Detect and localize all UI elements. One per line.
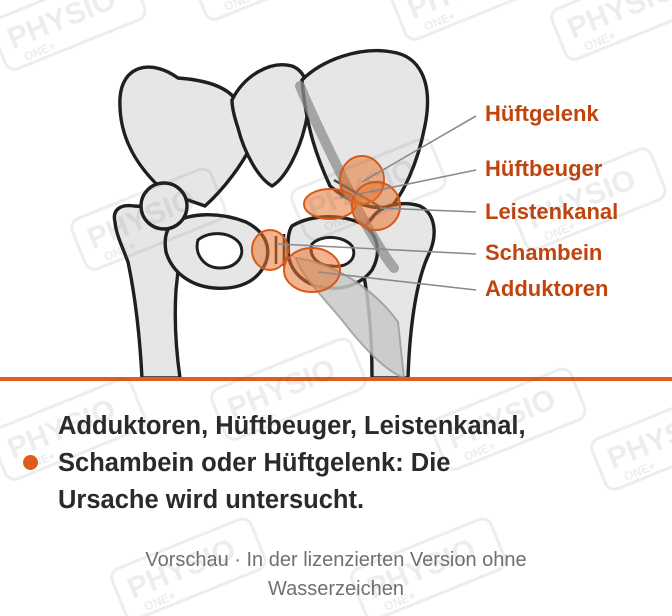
label-inguinal-canal: Leistenkanal	[485, 199, 619, 224]
section-divider	[0, 377, 672, 381]
caption-text: Adduktoren, Hüftbeuger, Leistenkanal, Sc…	[58, 408, 658, 519]
caption-line-1: Adduktoren, Hüftbeuger, Leistenkanal,	[58, 412, 526, 440]
preview-line-2: Wasserzeichen	[268, 578, 404, 600]
adductor-zone	[283, 247, 341, 293]
label-hip-joint: Hüftgelenk	[485, 101, 599, 126]
label-adductors: Adduktoren	[485, 276, 609, 301]
left-obturator	[195, 232, 244, 270]
inguinal-zone	[351, 181, 401, 231]
label-pubic-bone: Schambein	[485, 240, 603, 265]
caption-line-3: Ursache wird untersucht.	[58, 486, 365, 514]
preview-line-1: Vorschau · In der lizenzierten Version o…	[145, 549, 527, 571]
preview-notice: Vorschau · In der lizenzierten Version o…	[0, 546, 672, 604]
pelvis-illustration	[112, 48, 477, 380]
label-hip-flexor: Hüftbeuger	[485, 156, 603, 181]
sacrum	[230, 63, 311, 188]
left-ilium	[118, 65, 253, 208]
pubic-zone	[251, 229, 289, 271]
caption-line-2: Schambein oder Hüftgelenk: Die	[58, 449, 451, 477]
left-femoral-head	[139, 181, 189, 231]
bullet-icon	[23, 455, 38, 470]
hip-flexor-zone	[303, 188, 357, 220]
